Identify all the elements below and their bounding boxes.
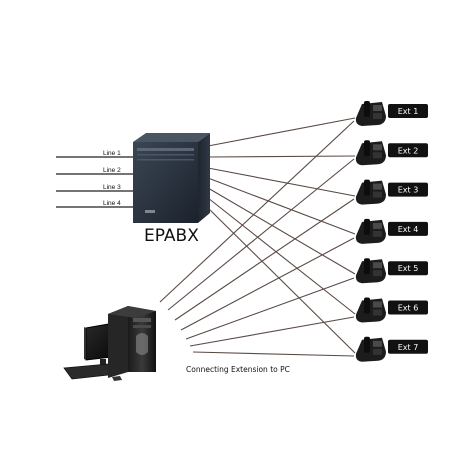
epabx-card-slot [137,159,194,161]
phone-display [373,262,382,269]
phone-keypad [373,309,382,316]
wire-pbx-ext-4 [207,177,356,235]
phone-display [373,301,382,308]
pc-tower-side [108,306,128,378]
extension-badge-bg [388,339,428,354]
extension-label: Ext 6 [398,304,419,313]
extension-label: Ext 2 [398,146,419,155]
pc-connection-caption: Connecting Extension to PC [186,365,290,374]
pc-drive-bay [133,325,151,328]
phone-handset [364,297,370,314]
pc-front-accent [136,333,148,355]
monitor-stand [100,359,106,365]
epabx-badge [145,210,155,213]
extension-phone-3: Ext 3 [355,179,428,205]
phone-handset [364,140,370,157]
wire-pbx-ext-1 [207,117,356,147]
extension-badge-bg [388,300,428,315]
trunk-line-labels: Line 1 Line 2 Line 3 Line 4 [103,150,121,207]
phone-keypad [373,230,382,237]
phone-display [373,183,382,190]
extension-badge-bg [388,182,428,197]
phone-display [373,222,382,229]
phone-display [373,144,382,151]
extension-badge-bg [388,221,428,236]
trunk-line-label: Line 1 [103,150,121,157]
phone-keypad [373,152,382,159]
phone-keypad [373,270,382,277]
extension-phone-2: Ext 2 [355,140,428,166]
wire-pbx-ext-5 [207,187,356,275]
phone-keypad [373,348,382,355]
extension-badge-bg [388,104,428,118]
extension-label: Ext 1 [398,107,419,116]
wire-pc-ext-2 [167,158,355,311]
phone-handset [364,179,370,196]
extension-label: Ext 3 [398,186,419,195]
extension-phone-1: Ext 1 [355,101,428,126]
extension-badge: Ext 1 [388,104,428,118]
extension-badge: Ext 5 [388,261,428,276]
wire-pc-ext-6 [189,316,355,347]
trunk-line-label: Line 2 [103,167,121,174]
wire-pbx-ext-7 [207,207,356,354]
extension-label: Ext 4 [398,225,419,234]
phone-keypad [373,113,382,119]
trunk-lines [56,156,133,208]
epabx-unit [133,133,210,223]
extension-badge: Ext 7 [388,339,428,354]
wire-pc-ext-1 [159,120,355,303]
pc-drive-bay [133,318,151,322]
extension-label: Ext 5 [398,264,419,273]
phone-handset [364,101,370,117]
extension-phone-4: Ext 4 [355,218,428,244]
epabx-label: EPABX [144,226,199,246]
pc-workstation [63,306,156,381]
wire-pbx-ext-6 [207,197,356,315]
trunk-line-label: Line 4 [103,200,121,207]
extension-label: Ext 7 [398,343,419,352]
extension-phone-5: Ext 5 [355,258,428,284]
phone-keypad [373,191,382,198]
phone-handset [364,258,370,275]
wire-group-pbx-to-extensions [207,117,356,354]
epabx-card-slot [137,154,194,156]
phone-handset [364,336,370,353]
wire-pc-ext-5 [185,277,355,340]
extension-badge-bg [388,143,428,158]
pc-tower-top [108,306,156,318]
wire-group-pc-to-extensions [159,120,355,357]
extension-phones: Ext 1 Ext 2 Ext 3 Ext 4 Ext 5 Ext 6 Ext 7 [355,101,428,362]
wire-pc-ext-7 [192,351,355,357]
epabx-card-slot [137,148,194,151]
extension-badge-bg [388,261,428,276]
epabx-side-face [198,133,210,223]
extension-badge: Ext 2 [388,143,428,158]
wire-pc-ext-3 [174,198,355,321]
wire-pbx-ext-2 [207,155,356,158]
extension-badge: Ext 3 [388,182,428,197]
epabx-top-face [133,133,210,142]
phone-display [373,340,382,347]
wire-pc-ext-4 [180,237,355,331]
extension-badge: Ext 6 [388,300,428,315]
extension-phone-6: Ext 6 [355,297,428,323]
extension-phone-7: Ext 7 [355,336,428,362]
phone-display [373,105,382,111]
wire-pbx-ext-3 [207,167,356,197]
extension-badge: Ext 4 [388,221,428,236]
trunk-line-label: Line 3 [103,184,121,191]
mouse [112,376,122,381]
monitor-bezel-side [84,327,86,360]
phone-handset [364,218,370,235]
